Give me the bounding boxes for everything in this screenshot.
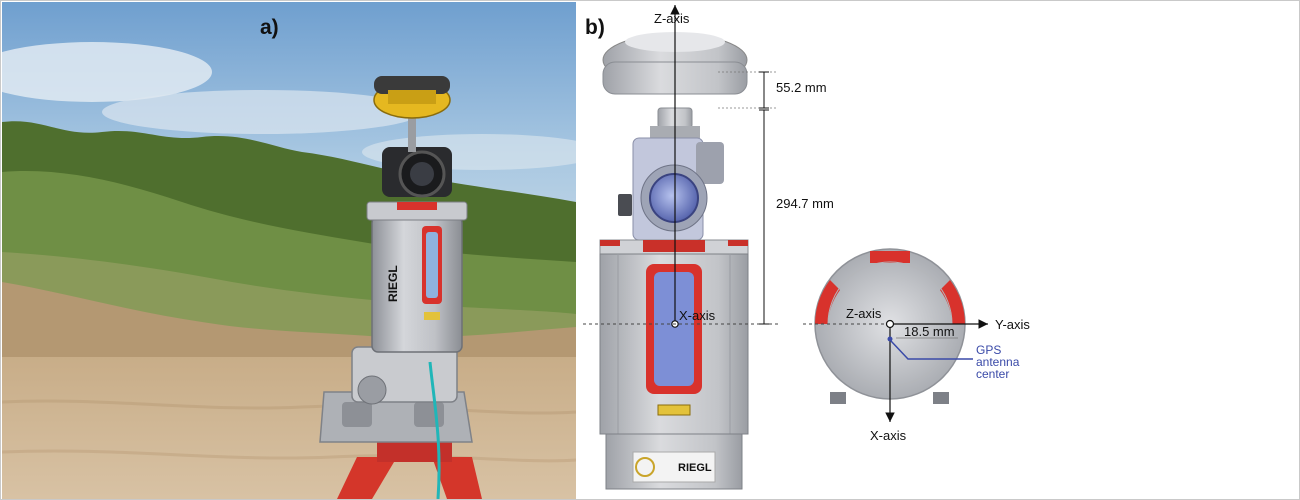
x-axis-label-top: X-axis bbox=[870, 428, 907, 443]
z-axis-label-top: Z-axis bbox=[846, 306, 882, 321]
x-axis-label-side: X-axis bbox=[679, 308, 716, 323]
photo-brand-label: RIEGL bbox=[386, 265, 400, 302]
gps-antenna-center-marker bbox=[887, 336, 893, 342]
gps-label-line1: GPS bbox=[976, 343, 1001, 357]
y-axis-label: Y-axis bbox=[995, 317, 1030, 332]
scanner-body-side: RIEGL bbox=[599, 253, 749, 490]
offset-18mm: 18.5 mm bbox=[904, 324, 955, 339]
gps-label-line2: antenna bbox=[976, 355, 1020, 369]
gps-label-line3: center bbox=[976, 367, 1009, 381]
panel-a-letter: a) bbox=[260, 16, 279, 39]
diagram-brand-label: RIEGL bbox=[678, 462, 712, 474]
top-view-origin bbox=[885, 319, 895, 329]
scanner-photo: RIEGL bbox=[2, 2, 576, 499]
gps-leader-line bbox=[890, 340, 973, 360]
dimension-55mm: 55.2 mm bbox=[776, 80, 827, 95]
panel-a-photo: RIEGL a) bbox=[2, 2, 576, 499]
scanner-dimension-diagram: RIEGL Z-axis X-axis 55.2 mm bbox=[583, 5, 1030, 490]
panel-b-diagram: RIEGL Z-axis X-axis 55.2 mm bbox=[578, 2, 1299, 499]
panel-b-letter: b) bbox=[585, 16, 605, 39]
z-axis-label-side: Z-axis bbox=[654, 11, 690, 26]
camera-housing bbox=[618, 137, 724, 241]
dimension-294mm: 294.7 mm bbox=[776, 196, 834, 211]
dimension-lines bbox=[718, 71, 778, 325]
